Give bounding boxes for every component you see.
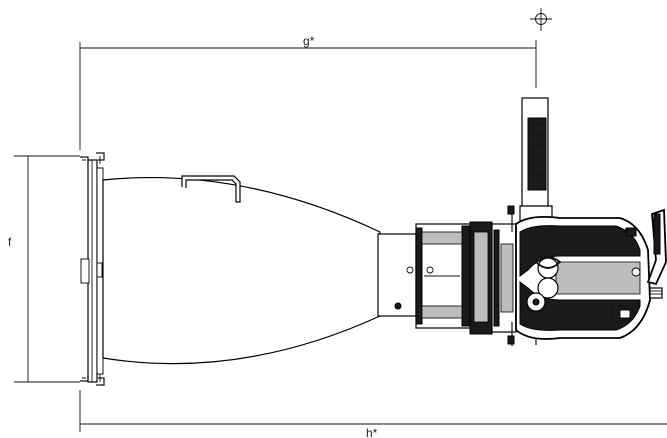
shutter-housing [377, 221, 493, 335]
g-label: g* [303, 34, 315, 48]
crosshair-circle-icon [530, 8, 552, 31]
front-accessory-frame [80, 152, 105, 386]
lens-barrel [102, 175, 381, 365]
dimension-g: g* [79, 34, 537, 150]
dimension-h: h* [79, 390, 667, 438]
rotation-ring [491, 205, 517, 346]
h-label: h* [366, 426, 378, 438]
rear-handle [646, 208, 667, 299]
lamp-housing [515, 215, 651, 340]
f-label: f [8, 235, 12, 249]
dimension-f: f [8, 155, 80, 383]
